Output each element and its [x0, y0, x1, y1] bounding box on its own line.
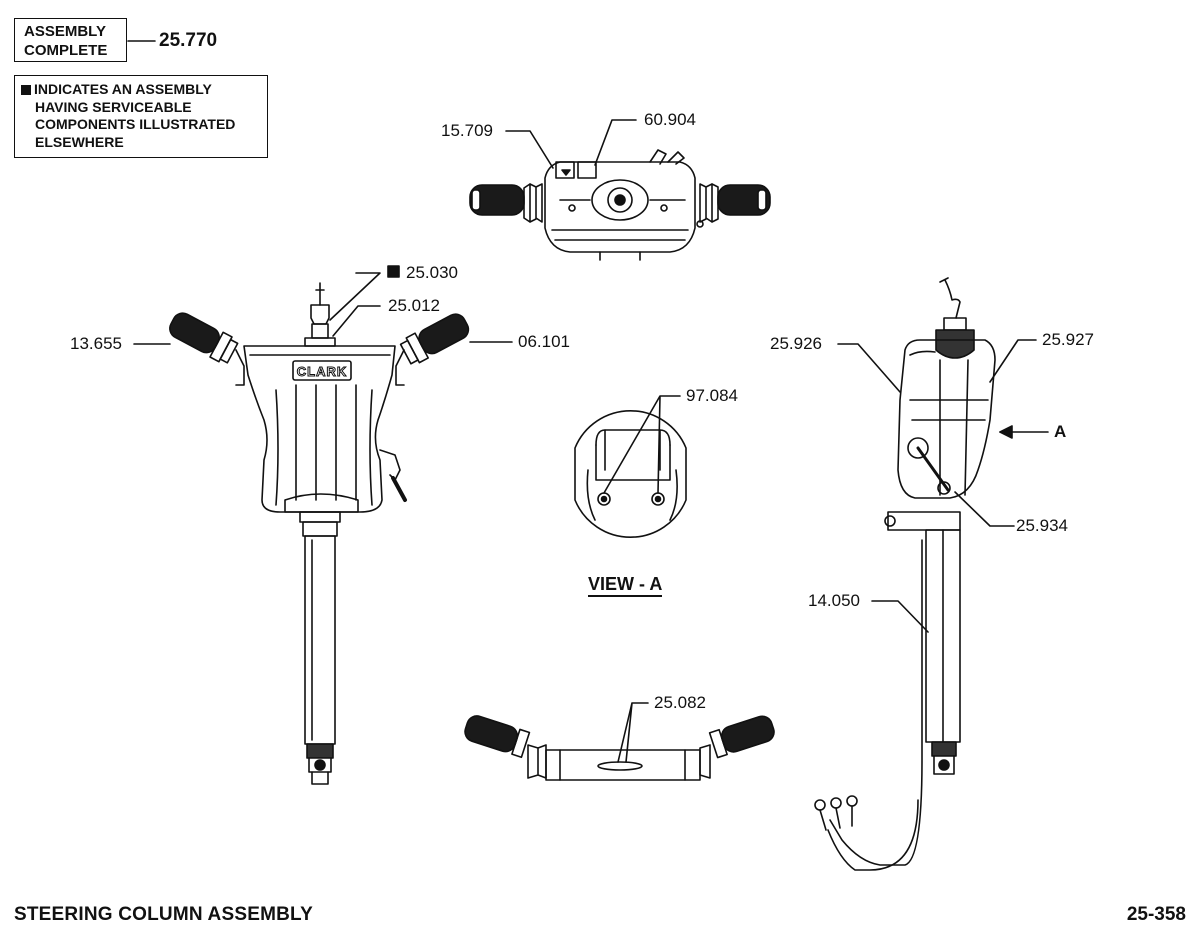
assembly-label-line1: ASSEMBLY: [24, 23, 106, 40]
top-center-hub: [591, 179, 649, 221]
callout-25082: 25.082: [654, 693, 706, 712]
bottom-right-grip: [720, 715, 775, 753]
callout-14050: 14.050: [808, 591, 860, 610]
callout-25927: 25.927: [1042, 330, 1094, 349]
callout-15709: 15.709: [441, 121, 493, 140]
legend-line-1: INDICATES AN ASSEMBLY: [34, 81, 212, 97]
assembly-complete-box: ASSEMBLY COMPLETE: [14, 18, 127, 62]
legend-line-3: COMPONENTS ILLUSTRATED: [35, 116, 236, 132]
callout-25012: 25.012: [388, 296, 440, 315]
top-switch-2: [577, 161, 597, 179]
page-title: STEERING COLUMN ASSEMBLY: [14, 904, 313, 925]
side-housing: [897, 339, 996, 499]
legend-line-2: HAVING SERVICEABLE: [35, 98, 192, 115]
assembly-square-icon: [21, 85, 31, 95]
assembly-part-number: 25.770: [159, 30, 218, 51]
callout-13655: 13.655: [70, 334, 122, 353]
side-wire-harness: [829, 539, 923, 866]
top-switch-1: [555, 161, 575, 179]
view-a-label: VIEW - A: [588, 574, 663, 597]
callout-25926: 25.926: [770, 334, 822, 353]
callout-25934: 25.934: [1016, 516, 1068, 535]
callout-06101: 06.101: [518, 332, 570, 351]
front-housing: [243, 345, 396, 513]
bottom-housing: [545, 749, 701, 781]
legend-line-4: ELSEWHERE: [35, 133, 124, 150]
callout-97084: 97.084: [686, 386, 738, 405]
top-view-assembly: [469, 149, 771, 261]
callout-view-a-arrow-label: A: [1054, 422, 1067, 441]
assembly-label-line2: COMPLETE: [24, 42, 108, 59]
bottom-left-grip: [464, 715, 519, 753]
side-view-assembly: [814, 277, 996, 871]
front-column-tube: [304, 535, 336, 745]
top-right-grip: [717, 184, 771, 216]
legend-box: INDICATES AN ASSEMBLY HAVING SERVICEABLE…: [14, 75, 268, 158]
view-a-circle: [574, 409, 687, 539]
callout-25030: 25.030: [406, 263, 458, 282]
top-housing: [544, 161, 696, 253]
clark-logo: CLARK: [297, 364, 348, 379]
view-a-detail: [574, 409, 687, 539]
front-view-assembly: [169, 282, 470, 785]
bottom-view-assembly: [464, 715, 775, 781]
callout-60904: 60.904: [644, 110, 696, 129]
serviceable-square-icon: [387, 265, 400, 278]
page-number: 25-358: [1126, 904, 1186, 925]
